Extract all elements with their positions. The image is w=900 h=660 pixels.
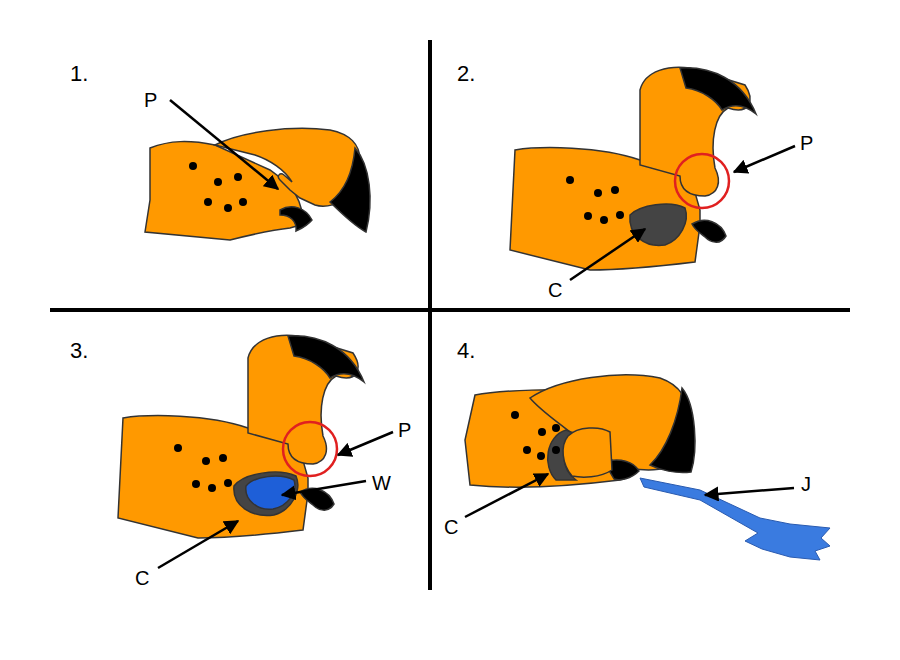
part-label: P [144, 90, 157, 110]
part-label: J [801, 474, 811, 494]
part-label: C [135, 568, 149, 588]
part-label: P [800, 133, 813, 153]
open-claw [510, 67, 756, 270]
panel-number: 1. [70, 63, 88, 85]
part-label: C [444, 517, 458, 537]
panel-number: 4. [457, 340, 475, 362]
closed-claw [145, 128, 370, 240]
part-label: P [398, 420, 411, 440]
leader-arrows [158, 100, 795, 568]
part-label: W [372, 473, 391, 493]
part-label: C [548, 280, 562, 300]
panel-number: 2. [457, 63, 475, 85]
panel-divider [50, 308, 850, 312]
panel-divider [428, 40, 432, 590]
open-claw-water [118, 335, 364, 538]
panel-number: 3. [70, 340, 88, 362]
snapped-claw [465, 375, 830, 560]
